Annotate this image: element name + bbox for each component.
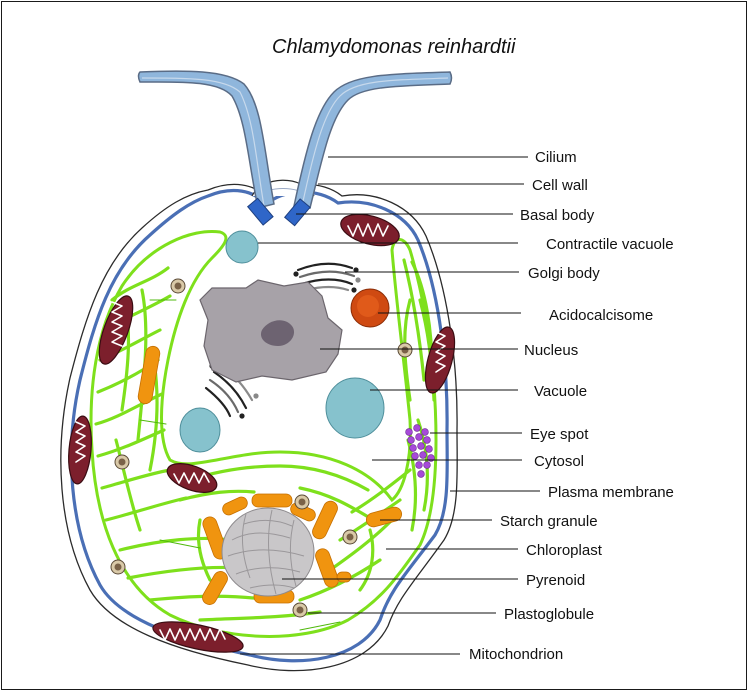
acidocalcisome bbox=[351, 289, 389, 327]
label-cell-wall: Cell wall bbox=[532, 177, 588, 194]
label-nucleus: Nucleus bbox=[524, 342, 578, 359]
label-plasma-membrane: Plasma membrane bbox=[548, 484, 674, 501]
label-pyrenoid: Pyrenoid bbox=[526, 572, 585, 589]
label-cytosol: Cytosol bbox=[534, 453, 584, 470]
label-mitochondrion: Mitochondrion bbox=[469, 646, 563, 663]
label-chloroplast: Chloroplast bbox=[526, 542, 603, 559]
label-plastoglobule: Plastoglobule bbox=[504, 606, 594, 623]
vacuole-small bbox=[180, 408, 220, 452]
label-starch-granule: Starch granule bbox=[500, 513, 598, 530]
label-contractile-vacuole: Contractile vacuole bbox=[546, 236, 674, 253]
pyrenoid bbox=[222, 508, 314, 596]
label-basal-body: Basal body bbox=[520, 207, 595, 224]
label-golgi-body: Golgi body bbox=[528, 265, 600, 282]
diagram-title: Chlamydomonas reinhardtii bbox=[272, 36, 516, 58]
labels: Cilium Cell wall Basal body Contractile … bbox=[469, 149, 674, 663]
label-vacuole: Vacuole bbox=[534, 383, 587, 400]
nucleus bbox=[200, 280, 342, 382]
contractile-vacuole bbox=[226, 231, 258, 263]
vacuole bbox=[326, 378, 384, 438]
label-cilium: Cilium bbox=[535, 149, 577, 166]
label-eye-spot: Eye spot bbox=[530, 426, 589, 443]
label-acidocalcisome: Acidocalcisome bbox=[549, 307, 653, 324]
